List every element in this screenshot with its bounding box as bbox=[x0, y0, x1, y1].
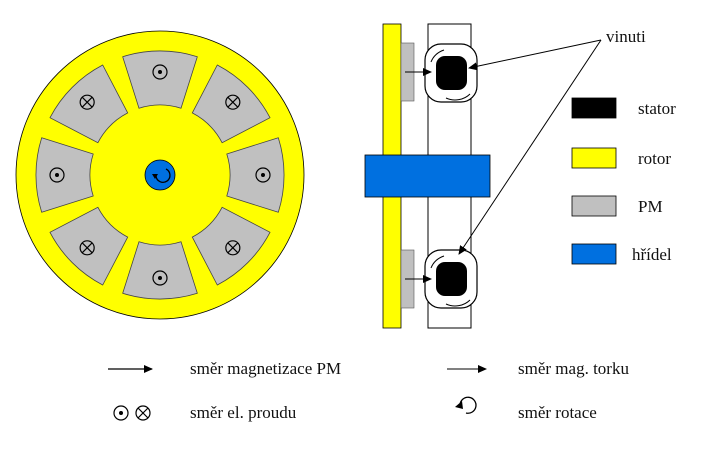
current-dot-icon bbox=[113, 405, 129, 421]
current-in-cross-icon bbox=[225, 240, 241, 256]
legend-swatch-hridel bbox=[571, 243, 617, 265]
current-cross-icon bbox=[135, 405, 151, 421]
current-in-cross-icon bbox=[79, 240, 95, 256]
permanent-magnet bbox=[122, 241, 198, 300]
symbol-legend: směr magnetizace PM směr mag. torku směr… bbox=[108, 359, 629, 422]
current-out-dot-icon bbox=[255, 167, 271, 183]
winding-bottom bbox=[424, 249, 478, 309]
shaft-front bbox=[144, 159, 176, 191]
material-legend: stator rotor PM hřídel bbox=[571, 97, 676, 265]
rotation-direction-icon bbox=[152, 168, 171, 183]
legend-label-hridel: hřídel bbox=[632, 245, 672, 264]
current-out-dot-icon bbox=[152, 64, 168, 80]
stator-core-top bbox=[436, 56, 467, 90]
winding-top bbox=[424, 43, 478, 103]
permanent-magnet bbox=[226, 137, 285, 213]
torque-label: směr mag. torku bbox=[518, 359, 629, 378]
rotation-label: směr rotace bbox=[518, 403, 597, 422]
rotor-front-view bbox=[15, 30, 305, 320]
current-in-cross-icon bbox=[79, 94, 95, 110]
legend-swatch-pm bbox=[571, 195, 617, 217]
winding-callout-arrows bbox=[458, 39, 602, 255]
magnetization-label: směr magnetizace PM bbox=[190, 359, 341, 378]
shaft-side bbox=[364, 154, 491, 198]
legend-label-stator: stator bbox=[638, 99, 676, 118]
current-label: směr el. proudu bbox=[190, 403, 297, 422]
legend-label-rotor: rotor bbox=[638, 149, 671, 168]
magnet-ring bbox=[35, 50, 285, 300]
magnetization-arrows bbox=[405, 68, 432, 283]
rotation-arrow-icon bbox=[455, 396, 477, 414]
side-view bbox=[364, 23, 491, 329]
current-out-dot-icon bbox=[49, 167, 65, 183]
winding-label: vinuti bbox=[606, 27, 646, 46]
legend-swatch-stator bbox=[571, 97, 617, 119]
legend-swatch-rotor bbox=[571, 147, 617, 169]
permanent-magnet bbox=[122, 50, 198, 109]
permanent-magnet bbox=[35, 137, 94, 213]
current-out-dot-icon bbox=[152, 270, 168, 286]
current-in-cross-icon bbox=[225, 94, 241, 110]
stator-core-bottom bbox=[436, 262, 467, 296]
legend-label-pm: PM bbox=[638, 197, 663, 216]
